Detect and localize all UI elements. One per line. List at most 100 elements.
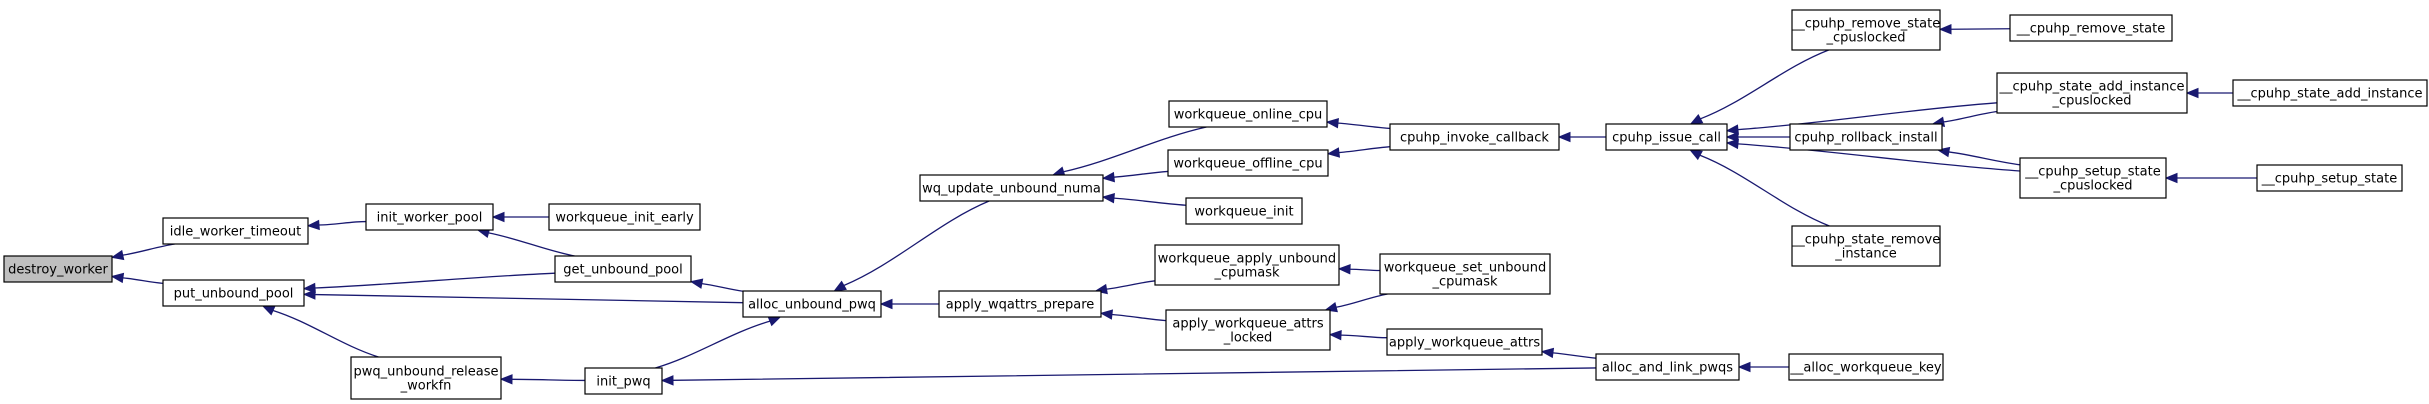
arrowhead-icon (1099, 309, 1114, 320)
node-workqueue-online-cpu[interactable]: workqueue_online_cpu (1168, 100, 1328, 128)
arrowhead-icon (302, 282, 316, 294)
node-label: workqueue_offline_cpu (1173, 157, 1322, 172)
node-alloc-unbound-pwq[interactable]: alloc_unbound_pwq (742, 290, 882, 318)
edge-apply-workqueue-attrs-locked-to-apply-wqattrs-prepare (1111, 313, 1167, 322)
node-idle-worker-timeout[interactable]: idle_worker_timeout (162, 217, 309, 245)
node-label: __cpuhp_setup_state (2261, 172, 2397, 187)
node-workqueue-set-unbound-cpumask[interactable]: workqueue_set_unbound_cpumask (1379, 253, 1551, 295)
node-workqueue-init[interactable]: workqueue_init (1185, 197, 1303, 225)
node-box (1389, 123, 1560, 151)
arrowhead-icon (261, 305, 276, 316)
node-apply-workqueue-attrs[interactable]: apply_workqueue_attrs (1386, 328, 1543, 356)
node-box (1996, 72, 2188, 114)
arrowhead-icon (499, 374, 513, 385)
arrowhead-icon (1557, 131, 1571, 143)
edge-pwq-unbound-release-workfn-to-put-unbound-pool (272, 309, 379, 358)
arrowhead-icon (1725, 138, 1739, 150)
arrowhead-icon (833, 280, 847, 292)
node-box (2232, 79, 2428, 107)
node-box (1165, 309, 1331, 351)
node-put-unbound-pool[interactable]: put_unbound_pool (162, 279, 305, 307)
arrowhead-icon (2185, 87, 2199, 99)
node-cpuhp-remove-state[interactable]: __cpuhp_remove_state (2009, 14, 2173, 42)
node-box (2019, 157, 2167, 199)
node-label: destroy_worker (8, 263, 108, 278)
edge-apply-workqueue-attrs-to-apply-workqueue-attrs-locked (1340, 334, 1388, 339)
edge-idle-worker-timeout-to-destroy-worker (122, 243, 175, 256)
node-label: apply_workqueue_attrs_locked (1172, 317, 1323, 346)
edge-workqueue-offline-cpu-to-wq-update-unbound-numa (1113, 170, 1169, 178)
node-init-pwq[interactable]: init_pwq (584, 367, 663, 395)
node-apply-wqattrs-prepare[interactable]: apply_wqattrs_prepare (938, 290, 1102, 318)
node-box (1386, 328, 1543, 356)
edge-cpuhp-invoke-callback-to-workqueue-offline-cpu (1338, 146, 1391, 154)
node-label: workqueue_online_cpu (1174, 108, 1322, 123)
arrowhead-icon (879, 298, 893, 310)
node-workqueue-offline-cpu[interactable]: workqueue_offline_cpu (1167, 149, 1329, 177)
node-box (1791, 225, 1941, 267)
node-box (554, 255, 692, 283)
edge-alloc-and-link-pwqs-to-init-pwq (672, 367, 1597, 381)
node-box (1168, 100, 1328, 128)
edge-workqueue-init-to-wq-update-unbound-numa (1113, 197, 1187, 206)
node-wq-update-unbound-numa[interactable]: wq_update_unbound_numa (919, 174, 1104, 202)
node-box (3, 255, 113, 283)
node-label: init_worker_pool (377, 211, 483, 226)
edge-get-unbound-pool-to-init-worker-pool (488, 232, 575, 257)
arrowhead-icon (302, 289, 316, 300)
edge-init-worker-pool-to-idle-worker-timeout (318, 220, 367, 226)
edge-cpuhp-setup-state-cpuslocked-to-cpuhp-rollback-install (1948, 151, 2021, 166)
edge-alloc-unbound-pwq-to-put-unbound-pool (314, 293, 744, 304)
node-label: __cpuhp_state_add_instance_cpuslocked (1998, 80, 2184, 109)
node-box (1788, 353, 1944, 381)
node-alloc-workqueue-key[interactable]: __alloc_workqueue_key (1788, 353, 1944, 381)
arrowhead-icon (2164, 172, 2178, 184)
node-box (1154, 244, 1340, 286)
node-apply-workqueue-attrs-locked[interactable]: apply_workqueue_attrs_locked (1165, 309, 1331, 351)
arrowhead-icon (1725, 131, 1739, 143)
node-cpuhp-state-add-instance-cpuslocked[interactable]: __cpuhp_state_add_instance_cpuslocked (1996, 72, 2188, 114)
node-label: workqueue_init (1194, 205, 1293, 220)
node-cpuhp-remove-state-cpuslocked[interactable]: __cpuhp_remove_state_cpuslocked (1791, 9, 1941, 51)
call-edges (110, 23, 2257, 386)
arrowhead-icon (1325, 117, 1339, 129)
node-cpuhp-setup-state[interactable]: __cpuhp_setup_state (2256, 164, 2403, 192)
node-cpuhp-issue-call[interactable]: cpuhp_issue_call (1605, 123, 1728, 151)
node-pwq-unbound-release-workfn[interactable]: pwq_unbound_release_workfn (350, 356, 502, 400)
node-cpuhp-state-add-instance[interactable]: __cpuhp_state_add_instance (2232, 79, 2428, 107)
arrowhead-icon (1326, 147, 1341, 158)
arrowhead-icon (1737, 361, 1751, 373)
node-cpuhp-state-remove-instance[interactable]: __cpuhp_state_remove_instance (1791, 225, 1941, 267)
node-cpuhp-invoke-callback[interactable]: cpuhp_invoke_callback (1389, 123, 1560, 151)
arrowhead-icon (767, 316, 782, 327)
arrowhead-icon (1101, 192, 1115, 204)
node-cpuhp-rollback-install[interactable]: cpuhp_rollback_install (1789, 123, 1943, 151)
node-label: init_pwq (596, 375, 650, 390)
node-workqueue-apply-unbound-cpumask[interactable]: workqueue_apply_unbound_cpumask (1154, 244, 1340, 286)
arrowhead-icon (689, 278, 704, 289)
node-alloc-and-link-pwqs[interactable]: alloc_and_link_pwqs (1595, 353, 1740, 381)
node-cpuhp-setup-state-cpuslocked[interactable]: __cpuhp_setup_state_cpuslocked (2019, 157, 2167, 199)
node-label: put_unbound_pool (174, 287, 294, 302)
edge-init-pwq-to-pwq-unbound-release-workfn (511, 378, 586, 382)
node-label: __cpuhp_setup_state_cpuslocked (2024, 165, 2160, 194)
node-label: apply_wqattrs_prepare (946, 298, 1095, 313)
node-init-worker-pool[interactable]: init_worker_pool (365, 203, 494, 231)
node-destroy-worker[interactable]: destroy_worker (3, 255, 113, 283)
edge-cpuhp-remove-state-cpuslocked-to-cpuhp-issue-call (1700, 49, 1829, 120)
node-label: workqueue_set_unbound_cpumask (1384, 261, 1546, 290)
node-workqueue-init-early[interactable]: workqueue_init_early (548, 203, 701, 231)
edge-workqueue-online-cpu-to-wq-update-unbound-numa (1063, 126, 1207, 173)
arrowhead-icon (491, 211, 505, 223)
node-box (365, 203, 494, 231)
node-label: apply_workqueue_attrs (1389, 336, 1540, 351)
node-label: workqueue_apply_unbound_cpumask (1158, 252, 1336, 281)
node-get-unbound-pool[interactable]: get_unbound_pool (554, 255, 692, 283)
node-label: wq_update_unbound_numa (922, 182, 1101, 197)
edge-init-pwq-to-alloc-unbound-pwq (655, 320, 771, 369)
node-box (162, 279, 305, 307)
edge-alloc-unbound-pwq-to-get-unbound-pool (701, 282, 744, 292)
node-label: cpuhp_rollback_install (1794, 131, 1937, 146)
edge-cpuhp-state-add-instance-cpuslocked-to-cpuhp-issue-call (1737, 102, 1998, 131)
